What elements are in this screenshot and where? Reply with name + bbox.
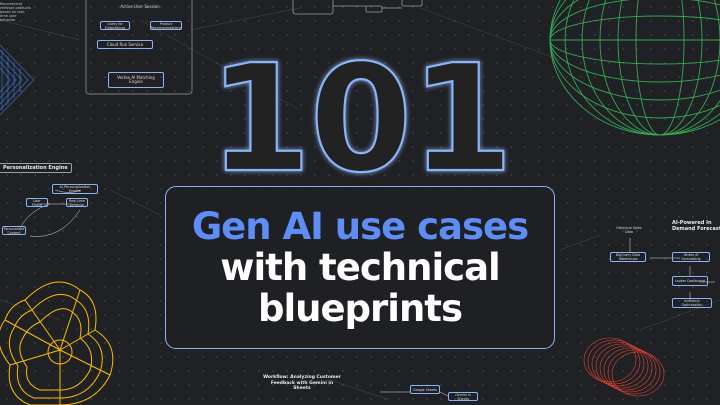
red-coil-graphic [583, 337, 665, 397]
personalization-hub-node: AI Personalization Engine [52, 184, 98, 194]
green-sphere-graphic [549, 0, 720, 136]
headline-line-2: with technical [220, 246, 500, 289]
bigquery-node: BigQuery Data Warehouse [610, 252, 646, 262]
yellow-gear-graphic [0, 281, 114, 405]
real-time-behavior-node: Real-time Behavior [66, 198, 88, 207]
headline-card: Gen AI use cases with technical blueprin… [165, 186, 555, 349]
personalized-content-node: Personalized Content [2, 226, 26, 235]
headline-line-1: Gen AI use cases [191, 205, 529, 248]
workflow-title: Workflow: Analyzing Customer Feedback wi… [263, 375, 341, 391]
query-embeddings-node: Query for Embeddings [100, 21, 130, 30]
active-user-session-node: Active User Session [120, 4, 160, 9]
gemini-in-sheets-node: Gemini in Sheets [448, 392, 478, 401]
google-sheets-node: Google Sheets [410, 385, 440, 394]
historical-sales-node: Historical Sales Data [616, 226, 642, 234]
vertex-ai-forecast-node: Vertex AI Forecasting [672, 252, 710, 262]
blue-mesh-graphic [0, 44, 35, 116]
demand-forecast-title: AI-Powered In Demand Forecast [672, 220, 720, 232]
inventory-optimization-node: Inventory Optimization [672, 298, 712, 308]
hero-number-text: 101 [209, 48, 512, 178]
product-recommendations-node: Product Recommendations [150, 21, 182, 30]
looker-dashboard-node: Looker Dashboard [672, 276, 708, 286]
headline-line-3: blueprints [257, 287, 463, 330]
cloud-run-service-node: Cloud Run Service [97, 40, 153, 49]
personalization-engine-title: Personalization Engine [0, 163, 72, 173]
hero-number: 101 [0, 32, 720, 206]
vertex-ai-matching-engine-node: Vertex AI Matching Engine [108, 72, 164, 88]
top-left-note: Recommend relevant products based on rea… [0, 2, 31, 22]
user-profile-node: User Profile [26, 198, 48, 207]
